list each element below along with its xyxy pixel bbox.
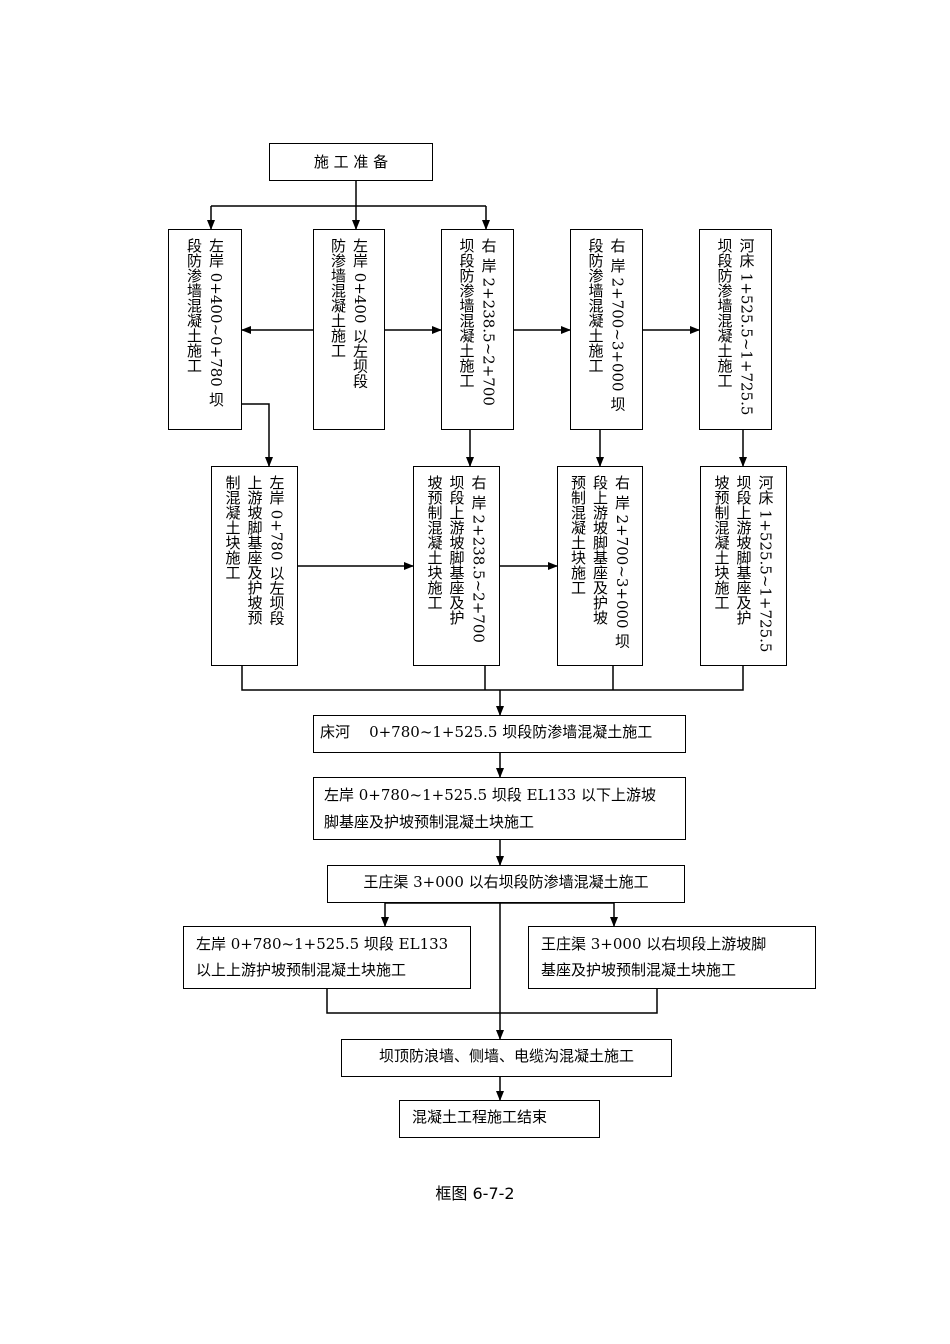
box-text-col: 段防渗墙混凝土施工 (185, 238, 203, 373)
left-bank-el133-below-box: 左岸 0+780~1+525.5 坝段 EL133 以下上游坡 脚基座及护坡预制… (313, 777, 686, 840)
concrete-complete-box: 混凝土工程施工结束 (399, 1100, 600, 1138)
left-bank-0400-0780-wall-box: 左岸 0+400~0+780 坝 段防渗墙混凝土施工 (168, 229, 242, 430)
box-text-col: 段防渗墙混凝土施工 (586, 238, 605, 373)
box-text-col: 预制混凝土块施工 (569, 475, 587, 595)
box-text-col: 防渗墙混凝土施工 (329, 238, 347, 358)
box-text-col: 制混凝土块施工 (223, 475, 242, 580)
box-text-col: 左岸 0+780 以左坝段 (267, 475, 286, 626)
merge-line (241, 666, 744, 691)
box-text-col: 右 岸 2+700~3+000 坝 (613, 475, 631, 649)
join-line (326, 989, 658, 1014)
box-text-col: 右 岸 2+700~3+000 坝 (608, 238, 627, 412)
box-text-col: 坝段上游坡脚基座及护 (447, 475, 466, 625)
box-text-col: 坡预制混凝土块施工 (712, 475, 731, 610)
box-text-col: 左岸 0+400~0+780 坝 (207, 238, 225, 407)
left-bank-0780-slope-box: 左岸 0+780 以左坝段 上游坡脚基座及护坡预 制混凝土块施工 (211, 466, 298, 666)
construction-prep-box: 施 工 准 备 (269, 143, 433, 181)
box-text-col: 河床 1+525.5~1+725.5 (756, 475, 775, 653)
box-text-col: 左岸 0+400 以左坝段 (351, 238, 369, 389)
box-text-col: 坝段上游坡脚基座及护 (734, 475, 753, 625)
left-bank-0400-left-wall-box: 左岸 0+400 以左坝段 防渗墙混凝土施工 (313, 229, 385, 430)
riverbed-slope-box: 河床 1+525.5~1+725.5 坝段上游坡脚基座及护 坡预制混凝土块施工 (700, 466, 787, 666)
riverbed-15255-17255-wall-box: 河床 1+525.5~1+725.5 坝段防渗墙混凝土施工 (699, 229, 772, 430)
crest-wall-box: 坝顶防浪墙、侧墙、电缆沟混凝土施工 (341, 1039, 672, 1077)
right-bank-2700-3000-wall-box: 右 岸 2+700~3+000 坝 段防渗墙混凝土施工 (570, 229, 643, 430)
arrow-box1-to-row2 (242, 403, 273, 467)
box-text-col: 坝段防渗墙混凝土施工 (715, 238, 734, 388)
box-text-col: 河床 1+525.5~1+725.5 (737, 238, 756, 416)
right-bank-22385-2700-slope-box: 右 岸 2+238.5~2+700 坝段上游坡脚基座及护 坡预制混凝土块施工 (413, 466, 500, 666)
box-text-col: 右 岸 2+238.5~2+700 (479, 238, 498, 406)
box-text-col: 上游坡脚基座及护坡预 (245, 475, 264, 625)
box-text-col: 坡预制混凝土块施工 (425, 475, 444, 610)
right-bank-22385-2700-wall-box: 右 岸 2+238.5~2+700 坝段防渗墙混凝土施工 (441, 229, 514, 430)
figure-caption: 框图 6-7-2 (435, 1184, 515, 1203)
box-text-col: 右 岸 2+238.5~2+700 (469, 475, 488, 643)
right-bank-2700-3000-slope-box: 右 岸 2+700~3+000 坝 段上游坡脚基座及护坡 预制混凝土块施工 (557, 466, 643, 666)
riverbed-wall-box: 床河 0+780~1+525.5 坝段防渗墙混凝土施工 (313, 715, 686, 753)
wangzhuang-wall-box: 王庄渠 3+000 以右坝段防渗墙混凝土施工 (327, 865, 685, 903)
box-text-col: 坝段防渗墙混凝土施工 (457, 238, 476, 388)
box-text-col: 段上游坡脚基座及护坡 (591, 475, 609, 625)
wangzhuang-slope-box: 王庄渠 3+000 以右坝段上游坡脚 基座及护坡预制混凝土块施工 (528, 926, 816, 989)
left-bank-el133-above-box: 左岸 0+780~1+525.5 坝段 EL133 以上上游护坡预制混凝土块施工 (183, 926, 471, 989)
